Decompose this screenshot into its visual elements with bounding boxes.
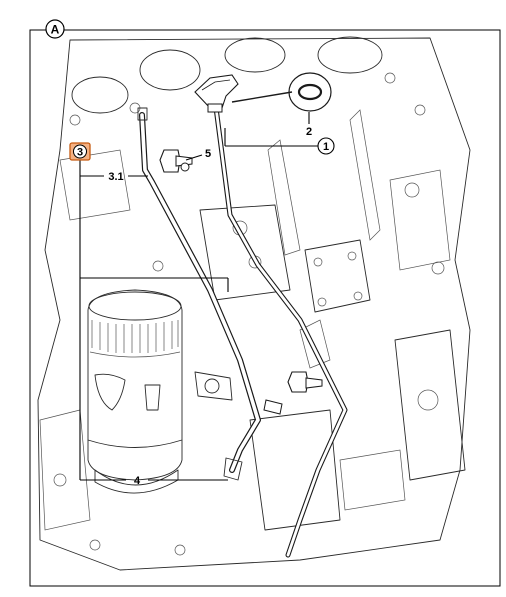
bolt-icon-lower — [287, 371, 323, 393]
callout-5: 5 — [205, 148, 211, 160]
panel-letter: A — [51, 23, 60, 37]
dipstick-tube — [137, 107, 261, 481]
callout-4-label: 4 — [134, 475, 141, 487]
panel-label: A — [45, 19, 65, 39]
callout-3-1-label: 3.1 — [108, 171, 123, 183]
callout-4: 4 — [134, 475, 141, 487]
engine-block — [37, 36, 471, 571]
callout-1: 1 — [317, 137, 335, 155]
dipstick — [212, 97, 348, 558]
callout-3: 3 — [69, 142, 91, 161]
callout-2: 2 — [306, 126, 312, 138]
o-ring-seal-icon — [231, 72, 332, 112]
sensor-icon — [194, 371, 233, 401]
leader-lines — [79, 112, 318, 481]
callout-5-label: 5 — [205, 148, 211, 160]
bolt-icon — [159, 149, 193, 173]
dipstick-handle-icon — [194, 74, 239, 113]
tube-clip — [263, 399, 283, 415]
callout-3-1: 3.1 — [108, 171, 123, 183]
callout-1-label: 1 — [323, 141, 329, 153]
callout-3-label: 3 — [77, 147, 83, 159]
oil-filter-icon — [87, 289, 183, 494]
callout-2-label: 2 — [306, 126, 312, 138]
diagram-frame — [29, 29, 501, 587]
